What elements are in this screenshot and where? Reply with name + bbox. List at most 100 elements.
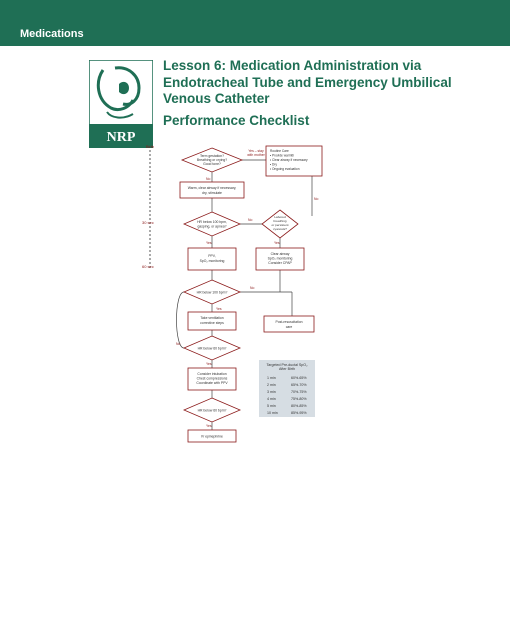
ppv-box bbox=[187, 247, 237, 271]
compressions-box bbox=[187, 367, 237, 391]
clear-line-3: Consider CPAP bbox=[268, 261, 292, 265]
d4-text: HR below 100 bpm? bbox=[197, 291, 228, 295]
row-range: 80%-85% bbox=[291, 404, 307, 408]
warm-line-1: Warm, clear airway if necessary, bbox=[188, 186, 237, 190]
logo-text: NRP bbox=[107, 130, 136, 145]
yes-label-4: Yes bbox=[206, 362, 212, 366]
clear-line-1: Clear airway bbox=[271, 252, 290, 256]
page-subtitle: Performance Checklist bbox=[163, 113, 310, 128]
no-label-4: No bbox=[250, 286, 254, 290]
yes-label-5: Yes bbox=[206, 424, 212, 428]
yes-label-3: Yes bbox=[216, 307, 222, 311]
row-time: 4 min bbox=[267, 397, 276, 401]
routine-line-3: • Clear airway if necessary bbox=[270, 158, 308, 162]
ppv-line-1: PPV, bbox=[208, 254, 216, 258]
svg-text:Term gestation?Breathing or cr: Term gestation?Breathing or crying?Good … bbox=[197, 154, 227, 166]
yes-stay-1: Yes – stay bbox=[248, 149, 264, 153]
epi-text: IV epinephrine bbox=[201, 435, 223, 439]
row-time: 5 min bbox=[267, 404, 276, 408]
title-line-2: Endotracheal Tube and Emergency Umbilica… bbox=[163, 74, 452, 90]
table-row: 4 min 75%-80% bbox=[259, 397, 315, 404]
decision-hr-below-100 bbox=[182, 279, 242, 305]
d3-line-4: cyanosis? bbox=[273, 227, 287, 231]
spo2-heading-line-1: Targeted Pre-ductal SpO₂ bbox=[266, 363, 308, 367]
lesson-title: Lesson 6: Medication Administration via … bbox=[163, 58, 463, 108]
take-line-1: Take ventilation bbox=[200, 316, 223, 320]
consider-line-1: Consider intubation bbox=[197, 372, 226, 376]
table-row: 10 min 85%-95% bbox=[259, 411, 315, 418]
table-row: 1 min 60%-65% bbox=[259, 376, 315, 383]
label-30sec: 30 sec bbox=[142, 220, 154, 225]
d2-line-2: gasping, or apnea? bbox=[197, 225, 226, 229]
row-range: 85%-95% bbox=[291, 411, 307, 415]
decision-hr-below-60-second bbox=[182, 397, 242, 423]
no-label-1: No bbox=[206, 177, 210, 181]
d2-line-1: HR below 100 bpm, bbox=[197, 220, 227, 224]
row-time: 1 min bbox=[267, 376, 276, 380]
svg-text:Routine Care• Provide warmth•: Routine Care• Provide warmth• Clear airw… bbox=[270, 149, 308, 171]
d3-line-2: breathing bbox=[274, 219, 287, 223]
no-label-5: No bbox=[176, 342, 180, 346]
post-line-2: care bbox=[286, 325, 293, 329]
header-bar: Medications bbox=[0, 0, 510, 46]
table-row: 3 min 70%-75% bbox=[259, 390, 315, 397]
routine-care-box bbox=[265, 145, 323, 177]
title-line-3: Venous Catheter bbox=[163, 91, 270, 106]
d1-line-2: Breathing or crying? bbox=[197, 158, 227, 162]
spo2-target-table: Targeted Pre-ductal SpO₂ After Birth 1 m… bbox=[259, 360, 315, 417]
row-time: 2 min bbox=[267, 383, 276, 387]
consider-line-2: Chest compressions bbox=[197, 377, 228, 381]
routine-line-4: • Dry bbox=[270, 163, 277, 167]
yes-stay-2: with mother bbox=[247, 153, 265, 157]
consider-line-3: Coordinate with PPV bbox=[196, 381, 228, 385]
nrp-logo: NRP bbox=[89, 60, 153, 148]
warm-line-2: dry, stimulate bbox=[202, 191, 222, 195]
spo2-heading-line-2: After Birth bbox=[279, 367, 295, 372]
table-row: 2 min 65%-70% bbox=[259, 383, 315, 390]
title-line-1: Lesson 6: Medication Administration via bbox=[163, 58, 422, 73]
ppv-line-2: SpO₂ monitoring bbox=[200, 259, 225, 263]
yes-label-1: Yes bbox=[206, 241, 212, 245]
decision-hr-gasping bbox=[182, 211, 242, 237]
label-60sec: 60 sec bbox=[142, 264, 154, 269]
ventilation-steps-box bbox=[187, 311, 237, 331]
d1-line-3: Good tone? bbox=[203, 162, 221, 166]
routine-line-5: • Ongoing evaluation bbox=[270, 167, 300, 171]
routine-line-2: • Provide warmth bbox=[270, 154, 294, 158]
epinephrine-box bbox=[187, 429, 237, 443]
svg-text:Warm, clear airway if necessar: Warm, clear airway if necessary,dry, sti… bbox=[188, 186, 237, 195]
decision-term-gestation bbox=[180, 147, 244, 173]
label-birth: Birth bbox=[146, 144, 154, 149]
row-time: 3 min bbox=[267, 390, 276, 394]
clear-line-2: SpO₂ monitoring bbox=[268, 257, 293, 261]
no-label-2: No bbox=[248, 218, 252, 222]
row-range: 65%-70% bbox=[291, 383, 307, 387]
d3-line-3: or persistent bbox=[271, 223, 288, 227]
d6-text: HR below 60 bpm? bbox=[198, 409, 227, 413]
warm-box bbox=[179, 181, 245, 199]
row-range: 75%-80% bbox=[291, 397, 307, 401]
d5-text: HR below 60 bpm? bbox=[198, 347, 227, 351]
section-label: Medications bbox=[20, 28, 84, 40]
routine-line-1: Routine Care bbox=[270, 149, 289, 153]
svg-text:PPV,SpO₂ monitoring: PPV,SpO₂ monitoring bbox=[200, 254, 225, 263]
post-resuscitation-box bbox=[263, 315, 315, 333]
decision-hr-below-60 bbox=[182, 335, 242, 361]
row-range: 60%-65% bbox=[291, 376, 307, 380]
decision-labored-breathing bbox=[261, 209, 299, 239]
table-row: 5 min 80%-85% bbox=[259, 404, 315, 411]
clear-airway-box bbox=[255, 247, 305, 271]
row-range: 70%-75% bbox=[291, 390, 307, 394]
no-label-3: No bbox=[314, 197, 318, 201]
svg-text:HR below 100 bpm,gasping, or a: HR below 100 bpm,gasping, or apnea? bbox=[197, 220, 227, 229]
d3-line-1: Labored bbox=[274, 215, 286, 219]
row-time: 10 min bbox=[267, 411, 278, 415]
resuscitation-flowchart: Birth 30 sec 60 sec Term gestation?Breat… bbox=[142, 144, 323, 443]
take-line-2: corrective steps bbox=[200, 321, 224, 325]
